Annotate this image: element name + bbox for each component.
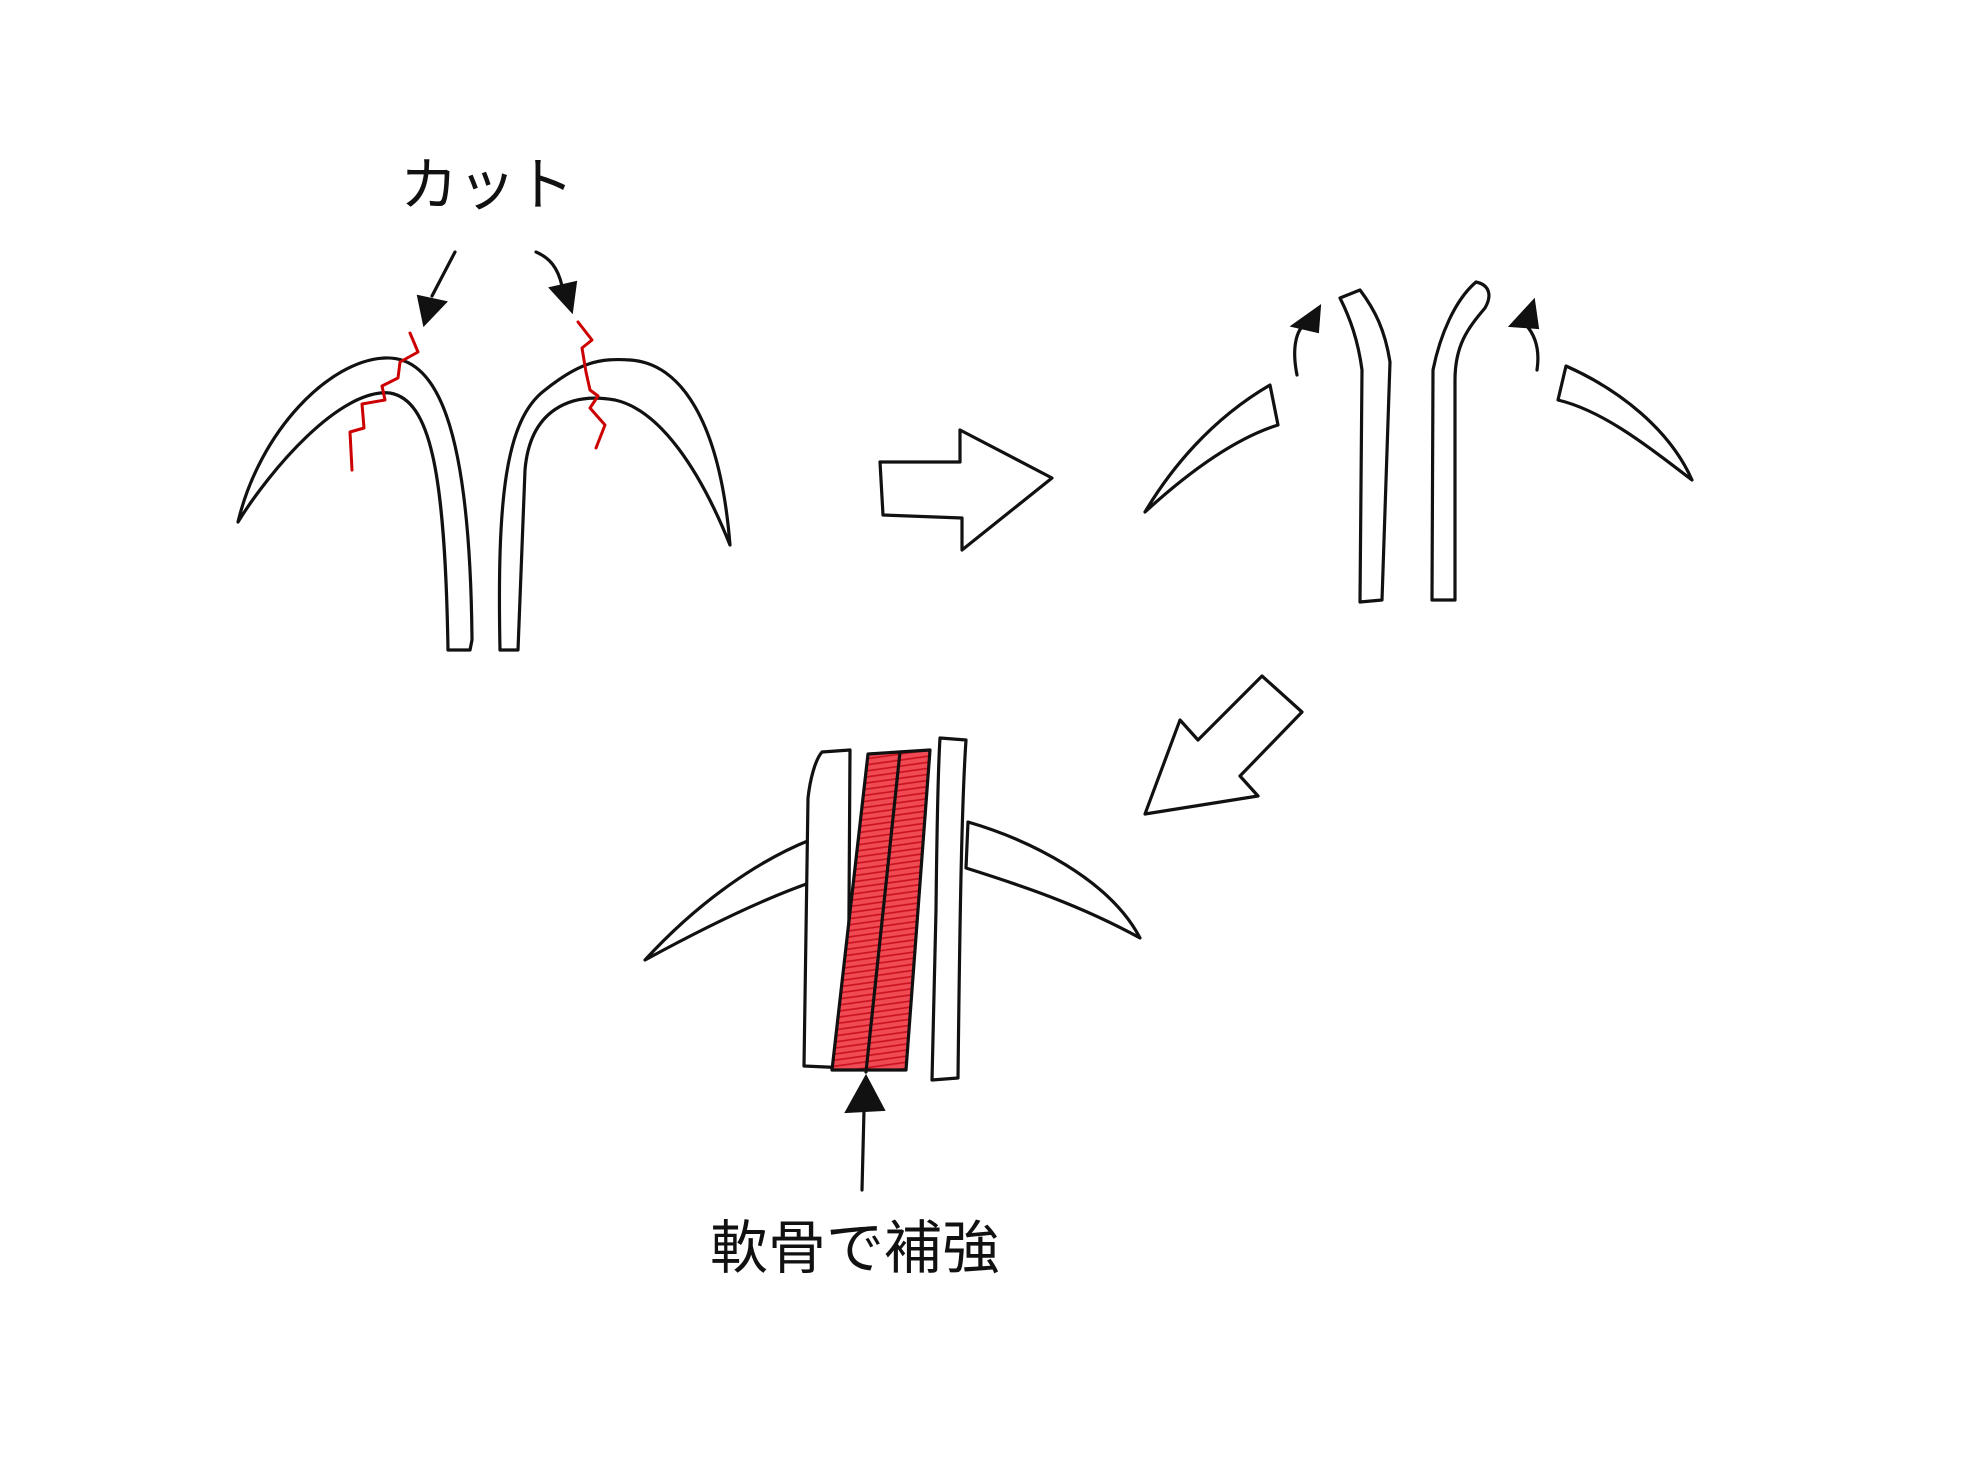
cut-arrow-left-shaft	[432, 252, 455, 296]
stage-1-original-cartilage: カット	[238, 151, 730, 650]
left-medial-strut	[1340, 290, 1390, 602]
reinforce-label: 軟骨で補強	[710, 1214, 1000, 1282]
graft-pointer-arrow	[846, 1076, 884, 1190]
cut-arrow-right-shaft	[536, 252, 562, 286]
cut-arrow-left	[418, 252, 455, 325]
rotate-arrow-left	[1292, 306, 1320, 375]
rotate-arrow-left-head	[1292, 306, 1320, 332]
stage-2-separated-pieces	[1145, 282, 1692, 602]
rotate-arrow-right	[1510, 300, 1538, 370]
rotate-arrow-right-shaft	[1526, 325, 1538, 370]
right-wing	[966, 822, 1140, 938]
right-strut	[932, 738, 966, 1080]
left-lateral-piece	[1145, 385, 1278, 512]
process-arrow-1	[880, 430, 1052, 550]
rotate-arrow-right-head	[1510, 300, 1538, 328]
right-arch	[499, 360, 730, 650]
cut-arrow-right	[536, 252, 576, 312]
left-arch	[238, 358, 472, 650]
process-arrow-2	[1145, 676, 1302, 814]
stage-3-reinforced: 軟骨で補強	[645, 738, 1140, 1282]
right-lateral-piece	[1558, 366, 1692, 480]
right-medial-strut	[1432, 282, 1489, 600]
graft-pointer-shaft	[862, 1110, 864, 1190]
cut-arrow-left-head	[418, 296, 446, 325]
cut-arrow-right-head	[550, 282, 576, 312]
cut-label: カット	[400, 151, 574, 219]
graft-pointer-head	[846, 1076, 884, 1112]
left-wing	[645, 840, 812, 960]
